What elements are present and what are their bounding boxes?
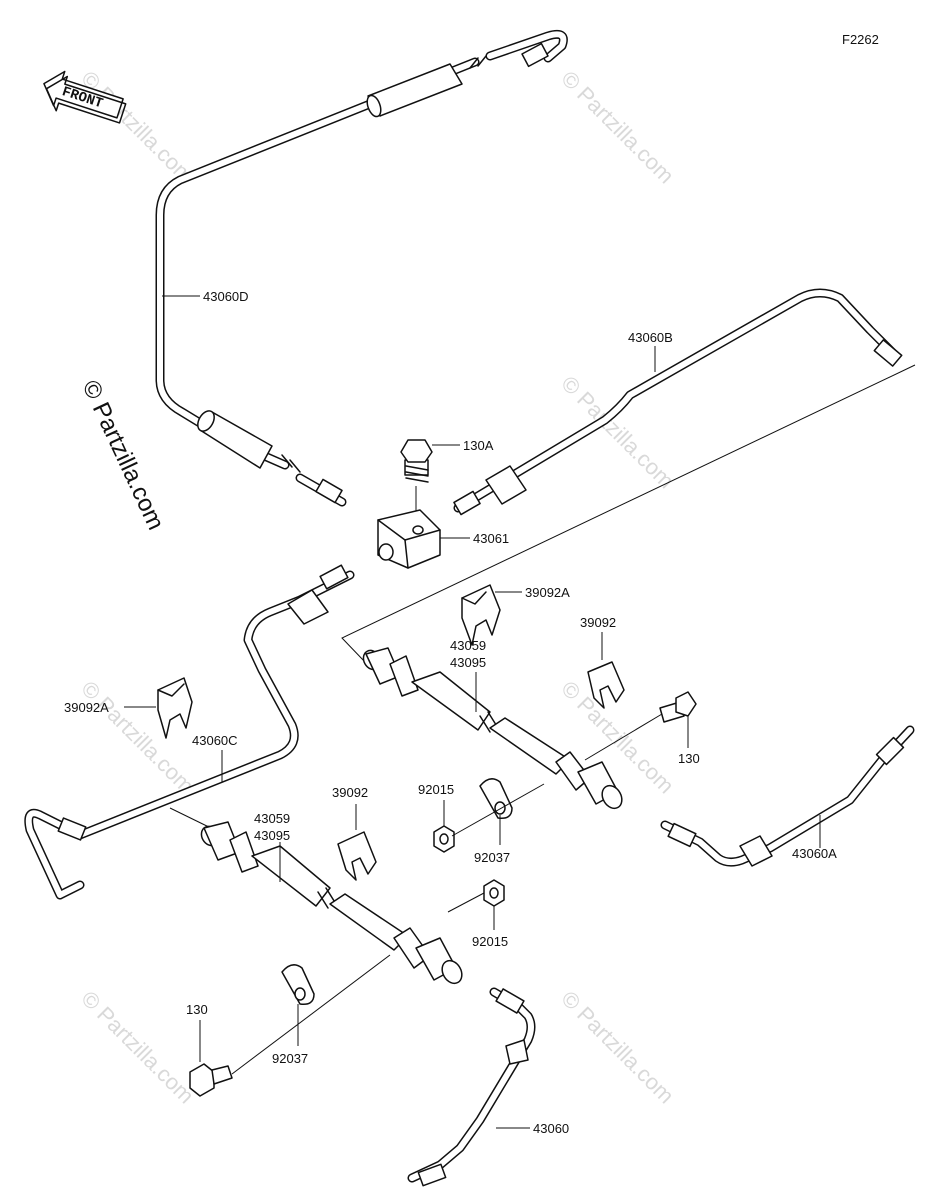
watermark: © Partzilla.com bbox=[76, 986, 199, 1109]
label-43060C: 43060C bbox=[192, 733, 238, 748]
figure-code: F2262 bbox=[842, 32, 879, 47]
label-92037-mid: 92037 bbox=[474, 850, 510, 865]
label-130-bottom: 130 bbox=[186, 1002, 208, 1017]
watermark: © Partzilla.com bbox=[556, 66, 679, 189]
label-92015-mid: 92015 bbox=[418, 782, 454, 797]
brake-pipe-43060C bbox=[24, 564, 355, 900]
copyright-text: © Partzilla.com bbox=[77, 376, 170, 534]
label-43095-bottom: 43095 bbox=[254, 828, 290, 843]
label-130A: 130A bbox=[463, 438, 494, 453]
leader bbox=[447, 892, 485, 913]
brake-pipe-43060B bbox=[453, 288, 903, 516]
label-43061: 43061 bbox=[473, 531, 509, 546]
clamp-92037-bottom bbox=[281, 964, 315, 1006]
label-43095-top: 43095 bbox=[450, 655, 486, 670]
label-39092A-left: 39092A bbox=[64, 700, 109, 715]
label-43060D: 43060D bbox=[203, 289, 249, 304]
nut-92015-bottom bbox=[483, 879, 505, 907]
clip-39092-top bbox=[587, 661, 625, 709]
label-43060A: 43060A bbox=[792, 846, 837, 861]
label-92015-bottom: 92015 bbox=[472, 934, 508, 949]
leader bbox=[451, 783, 545, 837]
watermark: © Partzilla.com bbox=[76, 66, 199, 189]
bolt-130A bbox=[400, 439, 433, 483]
clip-39092A-left bbox=[157, 677, 193, 739]
brake-pipe-43060 bbox=[407, 987, 536, 1187]
label-92037-bottom: 92037 bbox=[272, 1051, 308, 1066]
label-43059-bottom: 43059 bbox=[254, 811, 290, 826]
reference-line bbox=[341, 364, 916, 663]
watermark: © Partzilla.com bbox=[556, 371, 679, 494]
watermark: © Partzilla.com bbox=[556, 986, 679, 1109]
clip-39092A-top bbox=[461, 584, 501, 646]
label-43060B: 43060B bbox=[628, 330, 673, 345]
leader bbox=[231, 954, 391, 1075]
leader bbox=[584, 713, 663, 761]
label-43059-top: 43059 bbox=[450, 638, 486, 653]
bolt-130-bottom bbox=[189, 1063, 233, 1097]
brake-hose-upper bbox=[362, 647, 623, 810]
label-39092-top: 39092 bbox=[580, 615, 616, 630]
label-130-right: 130 bbox=[678, 751, 700, 766]
brake-tee-43061 bbox=[377, 509, 441, 569]
bolt-130-right bbox=[659, 691, 697, 723]
brake-pipe-43060A bbox=[660, 725, 915, 867]
label-39092A-top: 39092A bbox=[525, 585, 570, 600]
clip-39092-bottom bbox=[337, 831, 377, 881]
clamp-92037-mid bbox=[479, 778, 513, 820]
label-39092-bottom: 39092 bbox=[332, 785, 368, 800]
label-43060: 43060 bbox=[533, 1121, 569, 1136]
nut-92015-mid bbox=[433, 825, 455, 853]
brake-pipe-43060D bbox=[155, 29, 568, 507]
watermarks: © Partzilla.com © Partzilla.com © Partzi… bbox=[76, 66, 679, 1109]
brake-hose-lower bbox=[200, 821, 463, 985]
